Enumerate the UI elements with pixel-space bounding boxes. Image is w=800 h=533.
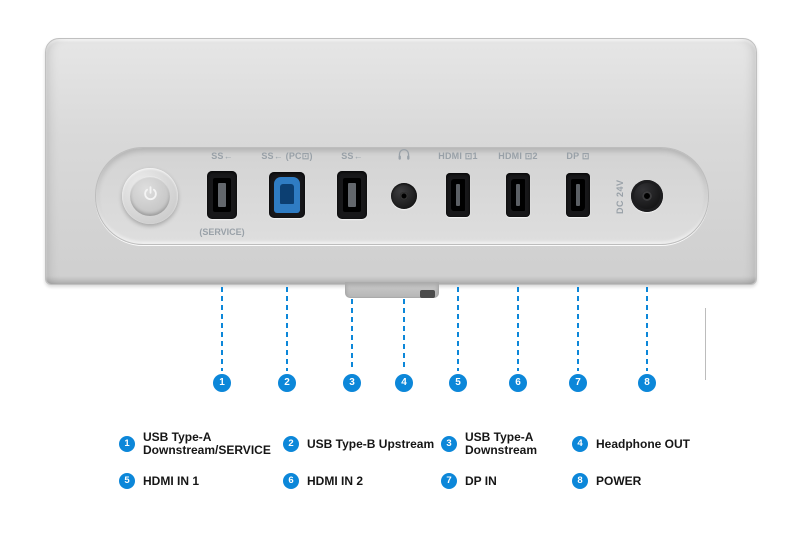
callout-line-1 <box>221 287 223 371</box>
port-label-usb-a: SS← <box>341 151 363 161</box>
legend-number-6: 6 <box>283 473 299 489</box>
legend-item-4: 4 Headphone OUT <box>572 430 690 458</box>
legend-item-6: 6 HDMI IN 2 <box>283 467 363 495</box>
legend-label-6: HDMI IN 2 <box>307 473 364 488</box>
legend-label-4: Headphone OUT <box>596 436 691 451</box>
legend-number-7: 7 <box>441 473 457 489</box>
usb-a-port-downstream <box>337 171 367 219</box>
legend-label-7: DP IN <box>465 473 497 488</box>
legend-number-1: 1 <box>119 436 135 452</box>
hdmi-port-2 <box>506 173 530 217</box>
callout-line-6 <box>517 287 519 371</box>
callout-number-2: 2 <box>278 374 296 392</box>
port-label-hdmi-1: HDMI ⊡1 <box>438 151 478 161</box>
monitor-stand-stub <box>345 282 439 298</box>
callout-line-8 <box>646 287 648 371</box>
legend-label-5: HDMI IN 1 <box>143 473 200 488</box>
legend-number-4: 4 <box>572 436 588 452</box>
dc-section-divider <box>705 308 706 380</box>
callout-number-5: 5 <box>449 374 467 392</box>
legend-label-8: POWER <box>596 473 642 488</box>
usb-b-port <box>269 172 305 218</box>
callout-number-3: 3 <box>343 374 361 392</box>
hdmi-port-1 <box>446 173 470 217</box>
port-label-usb-service: SS← <box>211 151 233 161</box>
callout-line-2 <box>286 287 288 371</box>
dp-port <box>566 173 590 217</box>
headphone-icon <box>398 148 411 166</box>
legend-number-5: 5 <box>119 473 135 489</box>
port-label-dp: DP ⊡ <box>566 151 590 161</box>
legend-label-3: USB Type-A Downstream <box>465 430 538 457</box>
legend-label-1: USB Type-A Downstream/SERVICE <box>143 430 271 457</box>
callout-line-5 <box>457 287 459 371</box>
legend-item-7: 7 DP IN <box>441 467 497 495</box>
usb-a-port-service <box>207 171 237 219</box>
legend-number-2: 2 <box>283 436 299 452</box>
port-label-usb-b: SS← (PC⊡) <box>261 151 313 161</box>
callout-number-7: 7 <box>569 374 587 392</box>
callout-number-6: 6 <box>509 374 527 392</box>
port-label-hdmi-2: HDMI ⊡2 <box>498 151 538 161</box>
legend-item-2: 2 USB Type-B Upstream <box>283 430 434 458</box>
port-sublabel-service: (SERVICE) <box>199 227 245 237</box>
callout-line-3 <box>351 299 353 371</box>
callout-number-4: 4 <box>395 374 413 392</box>
dc-power-jack <box>631 180 663 212</box>
power-button <box>122 168 178 224</box>
legend-item-3: 3 USB Type-A Downstream <box>441 430 537 458</box>
callout-number-1: 1 <box>213 374 231 392</box>
legend-label-2: USB Type-B Upstream <box>307 436 435 451</box>
callout-line-7 <box>577 287 579 371</box>
port-label-dc-24v: DC 24V <box>615 179 625 215</box>
power-button-cap <box>130 176 170 216</box>
legend-item-1: 1 USB Type-A Downstream/SERVICE <box>119 430 271 458</box>
legend-number-8: 8 <box>572 473 588 489</box>
legend-item-8: 8 POWER <box>572 467 641 495</box>
headphone-jack <box>391 183 417 209</box>
legend-number-3: 3 <box>441 436 457 452</box>
legend-item-5: 5 HDMI IN 1 <box>119 467 199 495</box>
callout-number-8: 8 <box>638 374 656 392</box>
callout-line-4 <box>403 299 405 371</box>
stand-clip <box>420 290 435 298</box>
power-icon <box>142 185 159 207</box>
